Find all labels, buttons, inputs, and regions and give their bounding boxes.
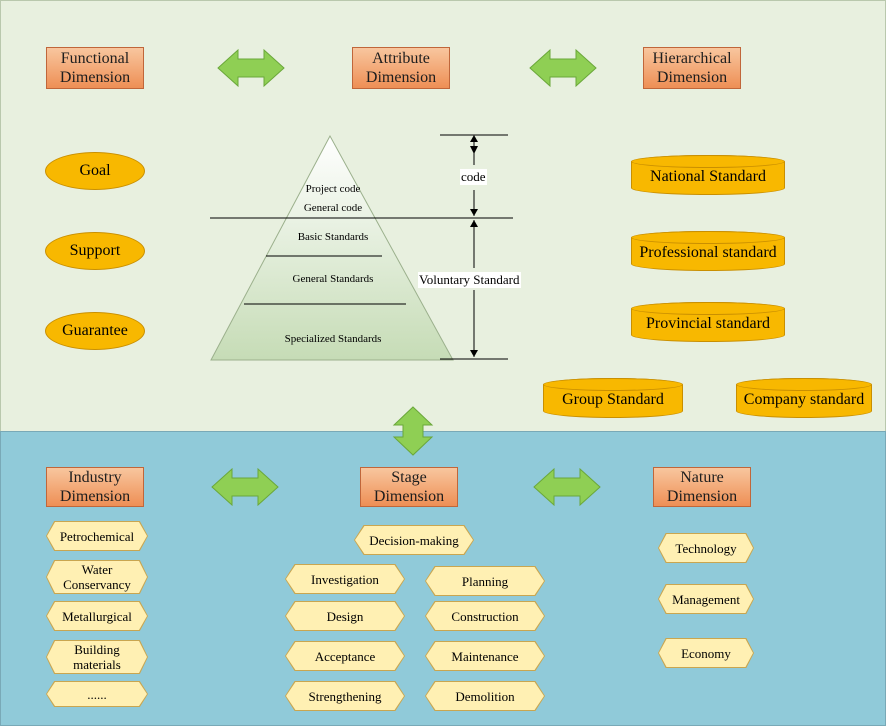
double-arrow-industry-stage — [211, 467, 279, 507]
stage-dimension-label: Stage Dimension — [373, 469, 445, 505]
hierarchical-item-national: National Standard — [631, 155, 785, 195]
double-arrow-stage-nature — [533, 467, 601, 507]
hierarchical-item-provincial: Provincial standard — [631, 302, 785, 342]
pyramid-layer-basic-standards: Basic Standards — [297, 231, 369, 243]
hierarchical-dimension-box: Hierarchical Dimension — [643, 47, 741, 89]
pyramid-layer-specialized-standards: Specialized Standards — [284, 333, 382, 345]
double-arrow-vertical — [392, 406, 434, 456]
hierarchical-item-group: Group Standard — [543, 378, 683, 418]
stage-item-planning: Planning — [425, 566, 545, 596]
functional-item-support: Support — [45, 232, 145, 270]
double-arrow-attribute-hierarchical — [529, 48, 597, 88]
nature-item-technology: Technology — [658, 533, 754, 563]
industry-item-water-conservancy: Water Conservancy — [46, 560, 148, 594]
nature-dimension-box: Nature Dimension — [653, 467, 751, 507]
stage-item-investigation: Investigation — [285, 564, 405, 594]
hierarchical-dimension-label: Hierarchical Dimension — [652, 50, 732, 86]
stage-item-demolition: Demolition — [425, 681, 545, 711]
functional-item-goal: Goal — [45, 152, 145, 190]
stage-item-decision-making: Decision-making — [354, 525, 474, 555]
nature-item-management: Management — [658, 584, 754, 614]
functional-dimension-box: Functional Dimension — [46, 47, 144, 89]
stage-item-design: Design — [285, 601, 405, 631]
industry-item-metallurgical: Metallurgical — [46, 601, 148, 631]
pyramid — [210, 134, 454, 361]
stage-item-maintenance: Maintenance — [425, 641, 545, 671]
attribute-dimension-label: Attribute Dimension — [365, 50, 437, 86]
pyramid-layer-general-code: General code — [303, 202, 363, 214]
industry-item-petrochemical: Petrochemical — [46, 521, 148, 551]
stage-item-acceptance: Acceptance — [285, 641, 405, 671]
double-arrow-functional-attribute — [217, 48, 285, 88]
pyramid-layer-project-code: Project code — [305, 183, 361, 195]
attribute-dimension-box: Attribute Dimension — [352, 47, 450, 89]
industry-dimension-box: Industry Dimension — [46, 467, 144, 507]
industry-dimension-label: Industry Dimension — [59, 469, 131, 505]
stage-item-strengthening: Strengthening — [285, 681, 405, 711]
functional-item-guarantee: Guarantee — [45, 312, 145, 350]
industry-item-building-materials: Building materials — [46, 640, 148, 674]
stage-item-construction: Construction — [425, 601, 545, 631]
stage-dimension-box: Stage Dimension — [360, 467, 458, 507]
functional-dimension-label: Functional Dimension — [59, 50, 131, 86]
hierarchical-item-company: Company standard — [736, 378, 872, 418]
nature-item-economy: Economy — [658, 638, 754, 668]
voluntary-standard-label: Voluntary Standard — [418, 272, 521, 288]
nature-dimension-label: Nature Dimension — [666, 469, 738, 505]
code-label: code — [460, 169, 487, 185]
industry-item-more: ...... — [46, 681, 148, 707]
hierarchical-item-professional: Professional standard — [631, 231, 785, 271]
pyramid-layer-general-standards: General Standards — [292, 273, 374, 285]
